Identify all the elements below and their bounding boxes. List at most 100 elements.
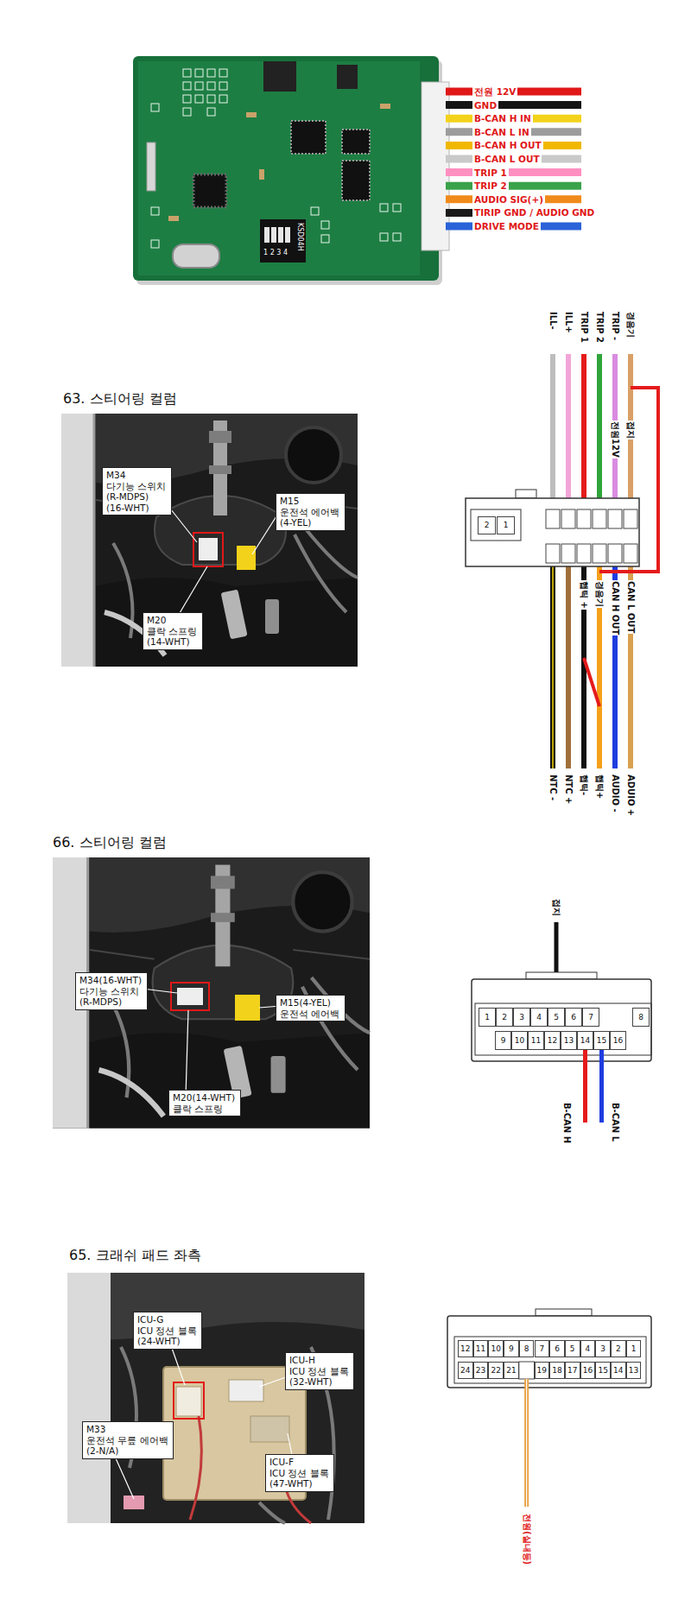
side-trim <box>67 1273 111 1524</box>
callout-text: (2-N/A) <box>86 1445 170 1458</box>
silk-pad <box>151 240 159 248</box>
pin-number: 17 <box>567 1367 577 1376</box>
pin-number: 15 <box>597 1367 608 1376</box>
pin-cells <box>545 509 638 564</box>
pin-cell: 1 <box>626 1340 642 1358</box>
callout-box: ICU-FICU 정션 블록(47-WHT) <box>265 1454 335 1493</box>
pin-number: 16 <box>613 1037 623 1046</box>
wire <box>550 563 556 769</box>
dip-lever <box>271 227 277 243</box>
pin-number: 2 <box>615 1345 622 1354</box>
pin-number: 2 <box>501 1014 508 1022</box>
part-marking: KSD04H <box>295 222 305 252</box>
pin-cell: 16 <box>609 1031 627 1051</box>
pin-number: 10 <box>514 1037 525 1046</box>
pin-cell: 8 <box>632 1007 650 1027</box>
pin-cell <box>592 544 607 564</box>
pin-number: 8 <box>524 1345 530 1354</box>
pcb-board <box>133 56 439 281</box>
callout-text: (R-MDPS) <box>106 491 168 503</box>
pin-number: 15 <box>596 1037 607 1046</box>
silk-pad <box>321 234 330 243</box>
pin-cell <box>561 509 576 529</box>
callout-text: 클락 스프링 <box>146 626 199 638</box>
pin-number: 13 <box>564 1037 574 1046</box>
callout-text: 클락 스프링 <box>172 1103 237 1116</box>
leader-line <box>185 1010 189 1097</box>
pcb-wires <box>445 91 582 227</box>
pin-number: 5 <box>570 1345 576 1354</box>
leader-line <box>142 988 178 994</box>
connector-white <box>176 1387 202 1417</box>
pin-label: B-CAN L IN <box>472 126 532 139</box>
connector-tab <box>515 489 537 499</box>
wire-label: 전원12V <box>609 420 621 459</box>
pin-cell <box>608 544 622 564</box>
pin-cell: 12 <box>544 1031 561 1051</box>
pin-number: 7 <box>588 1014 594 1022</box>
pin-cell: 7 <box>534 1340 551 1358</box>
pin-cell: 23 <box>473 1362 489 1380</box>
pin-number: 14 <box>580 1037 590 1046</box>
callout-box: M20(14-WHT)클락 스프링 <box>168 1090 241 1117</box>
leader-line <box>177 566 208 618</box>
pin-number: 22 <box>491 1367 501 1376</box>
pin-cell: 15 <box>595 1362 611 1380</box>
pin-label: TIRIP GND / AUDIO GND <box>472 207 596 219</box>
column-photo <box>52 857 370 1129</box>
pin-cell: 6 <box>564 1007 583 1027</box>
pin-number: 9 <box>500 1037 507 1046</box>
callout-text: 다기능 스위치 <box>79 986 144 998</box>
section-title: 65. 크래쉬 패드 좌측 <box>69 1247 202 1264</box>
callout-box: M34(16-WHT)다기능 스위치(R-MDPS) <box>75 972 148 1011</box>
pin-cell: 3 <box>595 1340 611 1358</box>
pin-number: 13 <box>628 1367 639 1376</box>
pcb-shadow <box>136 60 443 286</box>
pin-number: 8 <box>638 1014 644 1022</box>
pin-cell <box>561 544 576 564</box>
pin-cell <box>592 509 607 529</box>
callout-text: (4-YEL) <box>279 517 342 529</box>
block-part <box>250 1416 290 1443</box>
callout-text: M20(14-WHT) <box>172 1092 237 1104</box>
pin-cell: 9 <box>494 1031 512 1051</box>
wire <box>524 1379 529 1508</box>
connector-inner <box>454 1337 647 1384</box>
pin-number: 3 <box>600 1345 606 1354</box>
callout-box: M15운전석 에어백(4-YEL) <box>275 493 346 532</box>
silk-pad <box>207 69 216 77</box>
pin-number: 23 <box>475 1367 486 1376</box>
wire-label: B-CAN L <box>609 1102 621 1143</box>
pin-cell: 9 <box>503 1340 520 1358</box>
silk-pad <box>321 221 330 229</box>
silk-pad <box>183 95 191 103</box>
pin-cell: 13 <box>626 1362 642 1380</box>
connector-tab <box>526 972 597 980</box>
callout-text: ICU 정션 블록 <box>289 1366 350 1378</box>
pin-number: 3 <box>519 1014 525 1022</box>
wire-label: B-CAN H <box>561 1102 572 1145</box>
pin-cell: 4 <box>530 1007 548 1027</box>
column-photo <box>61 413 358 667</box>
pin-number: 4 <box>585 1345 591 1354</box>
pin-cell: 11 <box>527 1031 545 1051</box>
soic-chip <box>342 160 370 201</box>
pin-cell: 8 <box>519 1340 535 1358</box>
jumper-wire <box>583 658 600 707</box>
pin-cell: 11 <box>473 1340 489 1358</box>
pin-cell: 14 <box>610 1362 627 1380</box>
callout-text: 운전석 에어백 <box>279 1008 342 1021</box>
callout-box: M20클락 스프링(14-WHT) <box>142 612 203 651</box>
callout-box: M34다기능 스위치(R-MDPS)(16-WHT) <box>101 467 172 516</box>
connector-housing <box>471 979 652 1062</box>
wire <box>596 354 603 510</box>
switch-number: 1 2 3 4 <box>263 248 288 258</box>
wire-label: TRIP - <box>609 310 621 342</box>
pin-number: 12 <box>460 1345 470 1354</box>
wire-label: TRIP 1 <box>578 310 590 344</box>
callout-text: M33 <box>86 1424 170 1436</box>
pin-number: 18 <box>551 1367 562 1376</box>
pin-cell: 15 <box>593 1031 610 1051</box>
silk-pad <box>183 69 191 77</box>
